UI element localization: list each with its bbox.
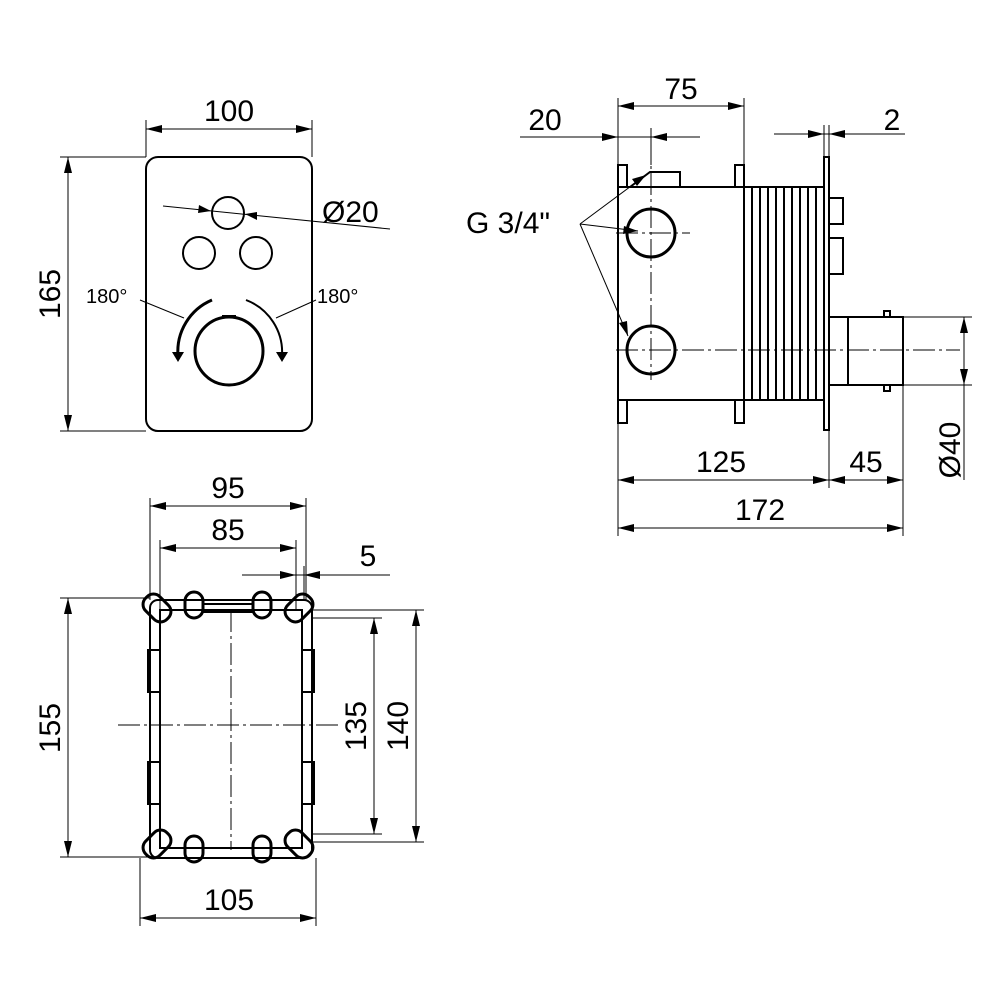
rotation-arrow-left bbox=[172, 352, 184, 362]
dim-155-arrow-t bbox=[64, 598, 72, 614]
thread-arrow-c bbox=[619, 321, 628, 336]
dim-105-arrow-l bbox=[140, 914, 156, 922]
dim-165-arrow-b bbox=[64, 415, 72, 431]
dim-125-arrow-r bbox=[813, 476, 829, 484]
dim-172-arrow-l bbox=[618, 524, 634, 532]
dim-75-arrow-r bbox=[728, 102, 744, 110]
dim-75-arrow-l bbox=[618, 102, 634, 110]
side-view: G 3/4" 75 20 2 125 45 bbox=[466, 73, 972, 536]
dim-100-arrow-r bbox=[296, 125, 312, 133]
dim-95-arrow-l bbox=[150, 502, 166, 510]
dim-20-arrow-l bbox=[602, 133, 618, 141]
thread-leader-c bbox=[579, 223, 629, 337]
spindle-notch bbox=[883, 310, 891, 318]
dim-45-arrow-r bbox=[887, 476, 903, 484]
top-bridge bbox=[202, 603, 254, 613]
dim-85-arrow-l bbox=[160, 544, 176, 552]
leg-top-right bbox=[734, 164, 745, 188]
dim-85-label: 85 bbox=[211, 514, 244, 547]
thread-arrow-a bbox=[632, 175, 646, 186]
dim-95-arrow-r bbox=[290, 502, 306, 510]
dim-135-arrow-b bbox=[370, 818, 378, 834]
corner-ear-tr bbox=[283, 592, 315, 624]
dim-85-arrow-r bbox=[280, 544, 296, 552]
box-outer bbox=[149, 599, 313, 859]
stud-lower bbox=[828, 237, 844, 275]
angle-right-leader bbox=[275, 299, 317, 319]
dia20-arrow-b bbox=[245, 212, 257, 220]
dim-5-label: 5 bbox=[360, 540, 377, 573]
rotation-arc-left bbox=[176, 298, 213, 357]
dim-2-label: 2 bbox=[884, 104, 901, 137]
dim-105-label: 105 bbox=[204, 884, 254, 917]
dim-140-arrow-b bbox=[412, 826, 420, 842]
button-top bbox=[211, 196, 245, 230]
angle-left-label: 180° bbox=[86, 286, 127, 308]
dim-2-arrow-r bbox=[829, 130, 845, 138]
dim-155-label: 155 bbox=[34, 703, 67, 753]
dim-125-arrow-l bbox=[618, 476, 634, 484]
front-view: Ø20 100 165 180° 180° bbox=[34, 95, 391, 432]
leg-top-left bbox=[617, 164, 628, 188]
dim-20-arrow-r bbox=[651, 133, 667, 141]
dim-125-label: 125 bbox=[696, 446, 746, 479]
angle-right-label: 180° bbox=[317, 286, 358, 308]
spindle-notch-b bbox=[883, 384, 891, 392]
stud-upper bbox=[828, 197, 844, 225]
side-tab-l2 bbox=[147, 761, 161, 805]
dim-95-label: 95 bbox=[211, 472, 244, 505]
dim-172-label: 172 bbox=[735, 494, 785, 527]
leg-bottom-left bbox=[617, 399, 628, 424]
cover-plate bbox=[145, 156, 313, 432]
leg-bottom-right bbox=[734, 399, 745, 424]
button-left bbox=[182, 236, 216, 270]
dim-20-label: 20 bbox=[528, 104, 561, 137]
thread-arrow-b bbox=[623, 226, 638, 234]
ribbed-sleeve bbox=[743, 186, 825, 401]
knob-spindle bbox=[828, 316, 904, 386]
dia20-arrow-a bbox=[198, 205, 211, 213]
dim-172-arrow-r bbox=[887, 524, 903, 532]
dim-105-arrow-r bbox=[300, 914, 316, 922]
dim-2-arrow-l bbox=[808, 130, 824, 138]
corner-ear-bl bbox=[141, 828, 173, 860]
dim-75-label: 75 bbox=[664, 73, 697, 106]
thread-label: G 3/4" bbox=[466, 207, 550, 240]
dim-45-arrow-l bbox=[829, 476, 845, 484]
slot-bottom-left bbox=[183, 834, 205, 864]
dim-100-arrow-l bbox=[146, 125, 162, 133]
slot-top-left bbox=[183, 590, 205, 620]
dim-135-arrow-t bbox=[370, 618, 378, 634]
dim-5-arrow-r bbox=[304, 571, 320, 579]
side-tab-r2 bbox=[301, 761, 315, 805]
dim-135-label: 135 bbox=[340, 701, 373, 751]
dia20-label: Ø20 bbox=[322, 196, 379, 229]
dim-40-label: Ø40 bbox=[934, 422, 967, 479]
slot-bottom-right bbox=[251, 834, 273, 864]
side-tab-r1 bbox=[301, 649, 315, 693]
slot-top-right bbox=[251, 590, 273, 620]
dim-5-arrow-l bbox=[280, 571, 296, 579]
rotation-arc-right bbox=[245, 299, 284, 357]
rotation-arrow-right bbox=[276, 352, 288, 362]
dim-40-arrow-b bbox=[960, 369, 968, 385]
box-view: 95 85 5 155 135 140 bbox=[34, 472, 424, 926]
dim-155-arrow-b bbox=[64, 841, 72, 857]
mounting-plate bbox=[823, 156, 830, 431]
button-right bbox=[239, 236, 273, 270]
dim-165-arrow-t bbox=[64, 157, 72, 173]
angle-left-leader bbox=[139, 299, 185, 319]
control-knob bbox=[193, 315, 265, 387]
dim-45-label: 45 bbox=[849, 446, 882, 479]
dim-165-label: 165 bbox=[34, 269, 67, 319]
corner-ear-tl bbox=[141, 592, 173, 624]
dim-140-arrow-t bbox=[412, 610, 420, 626]
corner-ear-br bbox=[283, 828, 315, 860]
dim-100-label: 100 bbox=[204, 95, 254, 128]
side-tab-l1 bbox=[147, 649, 161, 693]
dim-40-arrow-t bbox=[960, 317, 968, 333]
dim-140-label: 140 bbox=[382, 701, 415, 751]
